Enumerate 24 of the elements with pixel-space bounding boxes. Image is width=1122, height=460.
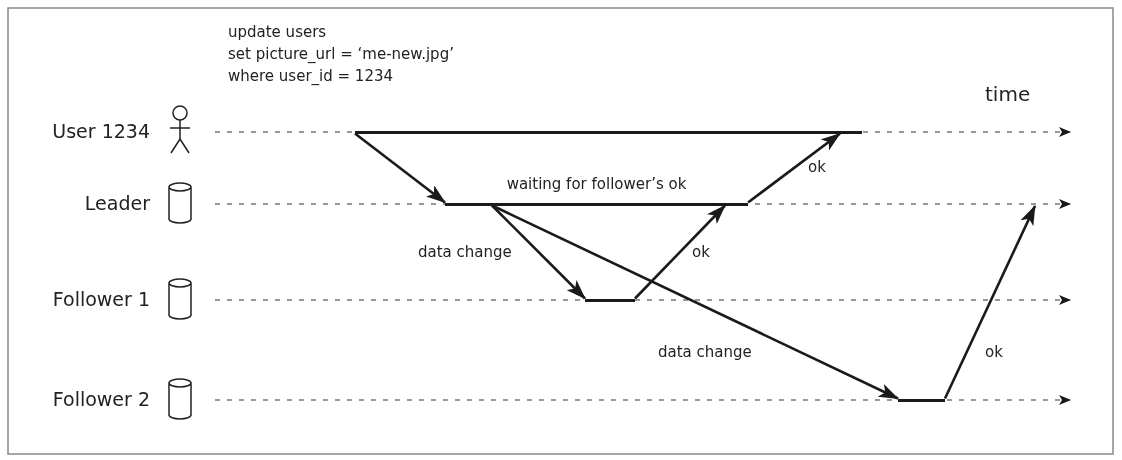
sql-statement-line: update users: [228, 22, 327, 42]
participant-label: Leader: [84, 192, 150, 214]
edge-label: data change: [658, 342, 752, 362]
participant-label: User 1234: [52, 120, 150, 142]
sql-statement-line: where user_id = 1234: [228, 66, 394, 86]
participant-label: Follower 2: [52, 388, 150, 410]
axis-label: time: [985, 84, 1031, 104]
arrow: [354, 132, 446, 204]
arrow: [491, 204, 586, 300]
activation-bar: [898, 398, 945, 402]
arrow: [634, 204, 726, 300]
activation-bar: [585, 298, 635, 302]
edge-label: ok: [808, 157, 826, 177]
arrow: [943, 205, 1037, 400]
arrow: [491, 204, 899, 400]
edge-label: ok: [985, 342, 1003, 362]
edge-label: data change: [418, 242, 512, 262]
activation-bar: [445, 202, 748, 206]
arrow: [747, 132, 841, 204]
sql-statement-line: set picture_url = ‘me-new.jpg’: [228, 44, 454, 64]
activation-bar: [355, 130, 862, 134]
participant-label: Follower 1: [52, 288, 150, 310]
edge-label: ok: [692, 242, 710, 262]
bar-caption: waiting for follower’s ok: [505, 174, 688, 194]
